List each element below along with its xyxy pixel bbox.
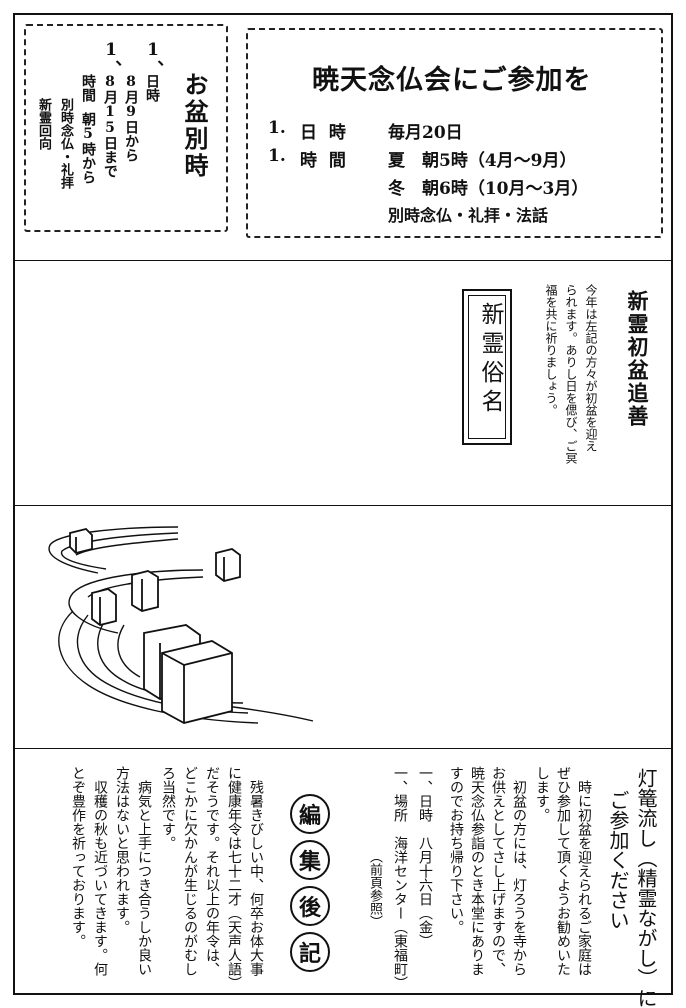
divider-3 (15, 748, 671, 749)
lantern-large-front (161, 640, 233, 724)
gyoten-title: 暁天念仏会にご参加を (312, 65, 592, 96)
shinrei-body-line1: 今年は左記の方々が初盆を迎え (584, 284, 598, 452)
henshu-body-line7: 方法はないと思われます。 (114, 766, 130, 934)
shinrei-body-line2: られます。ありし日を偲び、ご冥 (564, 284, 578, 464)
toro-see-page: （前頁参照） (367, 850, 382, 928)
gyoten-row3-text: 冬 朝6時（10月～3月） (388, 179, 589, 199)
toro-body-line4: 初盆の方には、灯ろうを寺から (511, 780, 527, 976)
shinrei-name-label: 新霊俗名 (477, 302, 503, 418)
lantern-small-left (91, 588, 117, 626)
henshu-label-char-3: 後 (290, 886, 330, 926)
henshu-body-line4: どこかに欠かんが生じるのがむし (182, 766, 198, 976)
gyoten-row1-label: 日 時 (300, 123, 349, 143)
shinrei-name-box (462, 289, 512, 445)
obon-item1-line2: 8月9日から (123, 74, 139, 162)
obon-item2-marker: 1、 (101, 40, 121, 77)
toro-body-line7: すのでお持ち帰り下さい。 (448, 766, 464, 934)
obon-item2-line3: 別時念仏・礼拝 (58, 98, 73, 189)
henshu-body-line9: とぞ豊作を祈っております。 (70, 766, 86, 948)
gyoten-row2-text: 夏 朝5時（4月～9月） (388, 151, 577, 171)
obon-item2-line1: 時間 (80, 74, 96, 102)
henshu-body-line2: に健康年令は七十二才（天声人語） (226, 766, 242, 990)
henshu-label-char-1: 編 (290, 794, 330, 834)
newsletter-page (13, 13, 673, 995)
river-line (48, 526, 179, 574)
obon-title: お盆別時 (180, 72, 209, 180)
henshu-label-char-2: 集 (290, 840, 330, 880)
toro-body-line5: お供えとしてさし上げますので、 (490, 766, 506, 976)
obon-item1-line3: 8月15日まで (102, 74, 118, 178)
obon-box (24, 24, 228, 232)
obon-item1-marker: 1、 (143, 40, 163, 77)
divider-1 (15, 260, 671, 261)
toro-body-line1: 時に初盆を迎えられるご家庭は (576, 780, 592, 976)
lantern-mid (131, 570, 159, 612)
henshu-label-char-4: 記 (290, 932, 330, 972)
toro-date: 一、日時 八月十六日（金） (417, 766, 433, 948)
toro-body-line3: します。 (534, 766, 550, 822)
gyoten-row1-text: 毎月20日 (388, 123, 463, 143)
henshu-body-line3: だそうです。それ以上の年令は、 (204, 766, 220, 976)
toro-title-line2: ご参加ください (606, 790, 630, 930)
lantern-illustration (48, 526, 314, 724)
gyoten-box (246, 28, 663, 238)
shinrei-body-line3: 福を共に祈りましょう。 (544, 284, 558, 416)
shinrei-title: 新霊初盆追善 (625, 290, 650, 428)
gyoten-row1-no: 1. (268, 118, 286, 138)
toro-title-line1: 灯篭流し（精霊ながし）に (634, 768, 658, 1008)
obon-item1-line1: 日時 (144, 74, 160, 102)
obon-item2-line4: 新霊回向 (36, 98, 51, 150)
henshu-body-line6: 病気と上手につき合うしか良い (136, 780, 152, 976)
river-line (60, 532, 179, 570)
toro-place: 一、場所 海洋センター（東福町） (392, 766, 408, 990)
toro-body-line6: 暁天念仏参詣のとき本堂にありま (469, 766, 485, 976)
divider-2 (15, 505, 671, 506)
henshu-body-line1: 残暑きびしい中、何卒お体大事 (248, 780, 264, 976)
river-line (75, 538, 179, 556)
river-line (68, 569, 204, 634)
gyoten-row2-no: 1. (268, 146, 286, 166)
gyoten-row4-text: 別時念仏・礼拝・法話 (388, 206, 549, 225)
lantern-small-right (215, 548, 241, 582)
toro-body-line2: ぜひ参加して頂くようお勧めいた (555, 766, 571, 976)
obon-item2-line2: 朝5時から (80, 112, 96, 184)
henshu-body-line8: 収穫の秋も近づいてきます。何 (92, 780, 108, 976)
lantern-small-far (69, 528, 93, 554)
gyoten-row2-label: 時 間 (300, 151, 349, 171)
river-line (117, 624, 141, 678)
henshu-body-line5: ろ当然です。 (160, 766, 176, 850)
